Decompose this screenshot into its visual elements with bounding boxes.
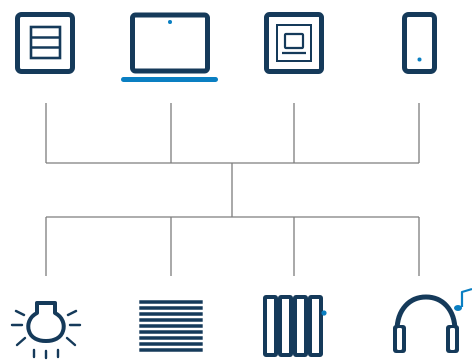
window-blinds-icon: [139, 300, 203, 352]
laptop-icon: [121, 12, 218, 82]
wall-panel-icon: [15, 12, 75, 74]
radiator-icon: [263, 295, 327, 357]
smartphone-icon: [402, 12, 437, 74]
music-note-icon: [454, 287, 472, 311]
connector-tree: [45, 103, 420, 276]
appliance-connectors: [45, 216, 420, 276]
light-bulb-icon: [10, 301, 82, 360]
headphones-music-icon: [393, 287, 472, 353]
tablet-frame-icon: [264, 12, 324, 74]
device-connectors: [45, 103, 420, 217]
